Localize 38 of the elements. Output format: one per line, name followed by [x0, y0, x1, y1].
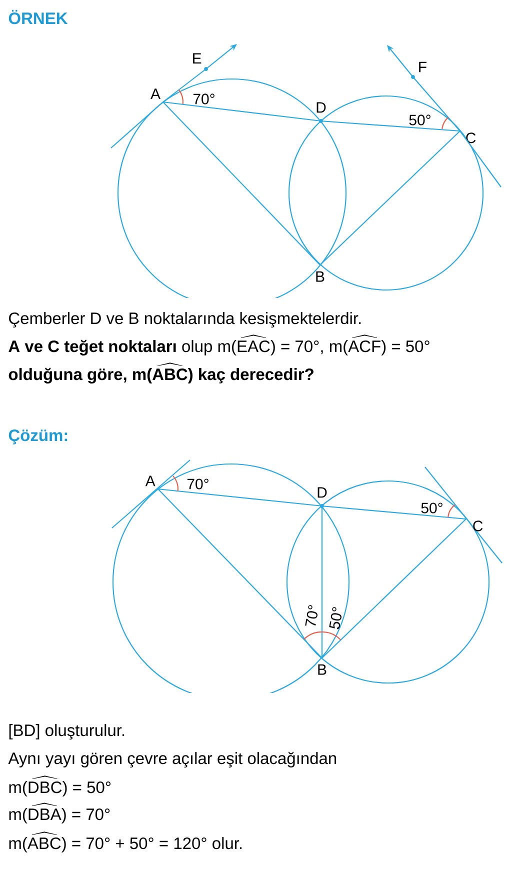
line-segment [320, 130, 460, 266]
text-line: olduğuna göre, $\text{m(}\widehat{\text{ABC}}\text{)}$ kaç derecedir? [8, 362, 314, 384]
point: B [318, 664, 326, 675]
line-segment [162, 102, 320, 266]
text-line: $\text{m(}\widehat{\text{DBA}}\text{) = 70°}$ [9, 802, 110, 824]
angle-label: 50° [409, 114, 430, 126]
point: C [473, 520, 483, 532]
text-line: $\text{m(}\widehat{\text{ABC}}\text{) = 70° + 50° = 120°}$ olur. [9, 832, 242, 852]
node-label: E [193, 53, 202, 64]
text-line: [BD] oluşturulur. [9, 724, 124, 740]
angle-label: 70° [187, 478, 208, 490]
line-segment [158, 488, 322, 658]
line-segment [158, 488, 322, 507]
point: A [145, 476, 156, 486]
node-label: F [419, 62, 426, 72]
heading: Çözüm: [8, 429, 68, 444]
angle-label: 50° [329, 607, 342, 630]
point: D [316, 102, 326, 123]
line-segment [322, 518, 466, 658]
point: D [318, 487, 327, 508]
angle-label: 50° [421, 502, 442, 514]
node-label: D [316, 102, 326, 113]
text-line: $\text{m(}\widehat{\text{DBC}}\text{) = 50°}$ [9, 776, 111, 796]
line-segment [321, 506, 323, 658]
point: A [150, 88, 160, 99]
text-line: Aynı yayı gören çevre açılar eşit olacağından [8, 752, 336, 768]
heading: ÖRNEK [8, 10, 68, 24]
point: E [193, 53, 208, 71]
point: B [316, 271, 324, 282]
point: F [411, 62, 426, 79]
text-line: A ve C teğet noktaları olup $\text{m(}\widehat{\text{EAC}}\text{) = 70°,}$ $\text{m(}\widehat{\text{ACF}}\text{) = 50°}$ [8, 334, 430, 356]
line-segment [162, 101, 322, 122]
angle-label: 70° [305, 605, 318, 626]
angle-label: 70° [193, 94, 214, 104]
line-segment [322, 505, 466, 520]
line-segment [320, 120, 460, 132]
node-label: D [318, 487, 327, 498]
text-line: Çemberler D ve B noktalarında kesişmektelerdir. [9, 312, 361, 328]
